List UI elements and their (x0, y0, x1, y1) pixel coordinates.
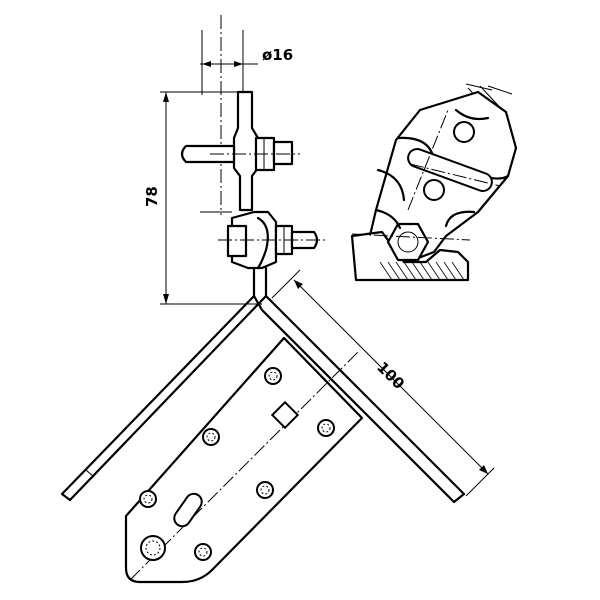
height-dimension: 78 (143, 91, 262, 305)
plate-hole (202, 428, 220, 446)
detail-view (350, 83, 518, 282)
plate-slot (173, 492, 203, 528)
hex-nut (386, 222, 430, 262)
plate-hole (139, 490, 157, 508)
height-label: 78 (143, 186, 161, 207)
detail-hole (423, 179, 445, 201)
diameter-label: ø16 (262, 46, 293, 64)
length-label: 100 (373, 358, 408, 393)
v-strip (60, 266, 466, 504)
plate-hole-large (140, 535, 166, 561)
detail-slot (407, 148, 493, 192)
plate-hole (264, 367, 282, 385)
clamp-assembly (180, 90, 326, 270)
plate-hole (256, 481, 274, 499)
plate-hole (317, 419, 335, 437)
plate-hole (194, 543, 212, 561)
square-hole (270, 400, 300, 430)
detail-hole (453, 121, 475, 143)
perforated-plate (124, 336, 364, 584)
diameter-dimension: ø16 (200, 15, 293, 215)
